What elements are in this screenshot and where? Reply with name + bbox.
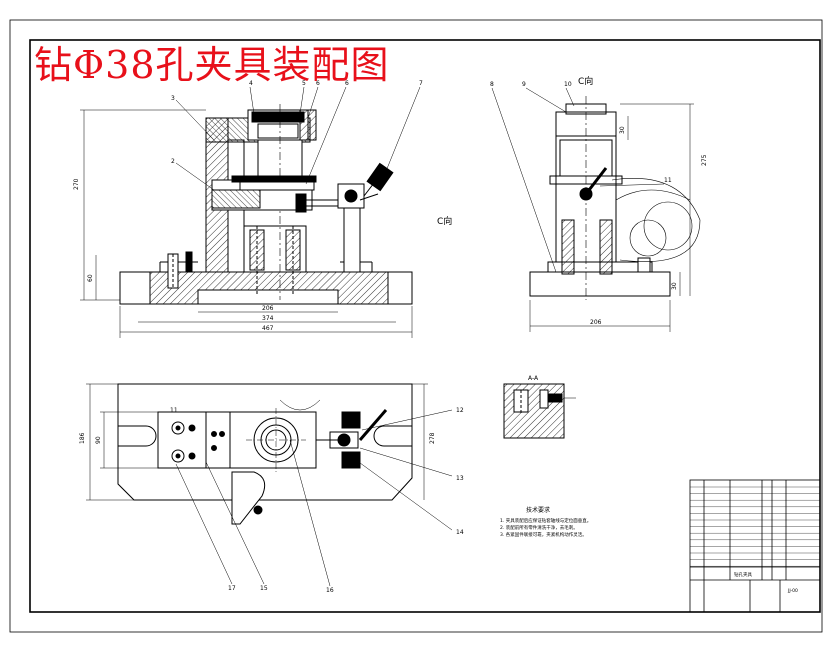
plan-view: [117, 383, 413, 525]
callout-front-5: 5: [302, 80, 306, 87]
title-block-code: JJ-00: [787, 588, 798, 594]
callout-plan-17: 17: [228, 585, 236, 592]
dim-side-height: 275: [701, 154, 708, 166]
label-c-view-arrow: C向: [437, 215, 452, 227]
callout-plan-14: 14: [456, 529, 464, 536]
callout-front-4: 4: [249, 80, 253, 87]
parts-list-rows: [690, 486, 820, 567]
dim-front-overall-height: 270: [73, 178, 80, 190]
side-view: [529, 96, 701, 300]
plan-leaders: [175, 409, 453, 587]
callout-front-3: 3: [171, 95, 175, 102]
callout-plan-15: 15: [260, 585, 268, 592]
side-dimensions: [491, 87, 694, 332]
callout-front-6a: 6: [316, 80, 320, 87]
plan-block: [157, 411, 231, 469]
front-leaders: [175, 86, 421, 191]
dim-front-base-height: 60: [87, 274, 94, 282]
callout-side-9: 9: [522, 81, 526, 88]
tech-requirement-1: 1. 夹具装配后应保证钻套轴线与定位面垂直。: [500, 517, 591, 524]
section-a-a: [503, 383, 576, 439]
drawing-title: 钻Φ38孔夹具装配图: [34, 43, 390, 87]
dim-side-base: 30: [671, 282, 678, 290]
tech-requirement-2: 2. 装配前所有零件清洗干净，去毛刺。: [500, 524, 578, 531]
callout-plan-13: 13: [456, 475, 464, 482]
dim-side-top: 30: [619, 126, 626, 134]
callout-side-10: 10: [564, 81, 572, 88]
dim-front-width-total: 467: [262, 325, 274, 332]
front-dimensions: [80, 109, 413, 338]
label-c-view-top: C向: [578, 75, 593, 87]
plan-dimensions: [86, 383, 428, 501]
callout-front-7: 7: [419, 80, 423, 87]
callout-plan-16: 16: [326, 587, 334, 594]
callout-side-8: 8: [490, 81, 494, 88]
callout-plan-12: 12: [456, 407, 464, 414]
callout-front-2: 2: [171, 158, 175, 165]
front-view: [119, 104, 413, 305]
dim-front-width-mid: 374: [262, 315, 274, 322]
inner-frame: [29, 39, 821, 613]
callout-front-6b: 6: [345, 80, 349, 87]
dim-plan-height-inner: 90: [95, 436, 102, 444]
dim-front-width-inner: 206: [262, 305, 274, 312]
dim-plan-depth: 278: [429, 432, 436, 444]
side-base: [529, 271, 671, 297]
tech-requirement-3: 3. 各紧固件联接可靠，夹紧机构动作灵活。: [500, 531, 587, 538]
title-block: [689, 479, 821, 613]
callout-side-11: 11: [664, 177, 672, 184]
dim-plan-height-outer: 186: [79, 432, 86, 444]
label-section-a-a: A-A: [528, 375, 539, 382]
dim-side-width: 206: [590, 319, 602, 326]
outer-frame: [9, 19, 823, 633]
callout-plan-11: 11: [170, 407, 178, 414]
front-base-slot: [197, 289, 339, 305]
tech-requirements-heading: 技术要求: [526, 506, 550, 514]
title-block-name: 钻孔夹具: [734, 571, 752, 578]
